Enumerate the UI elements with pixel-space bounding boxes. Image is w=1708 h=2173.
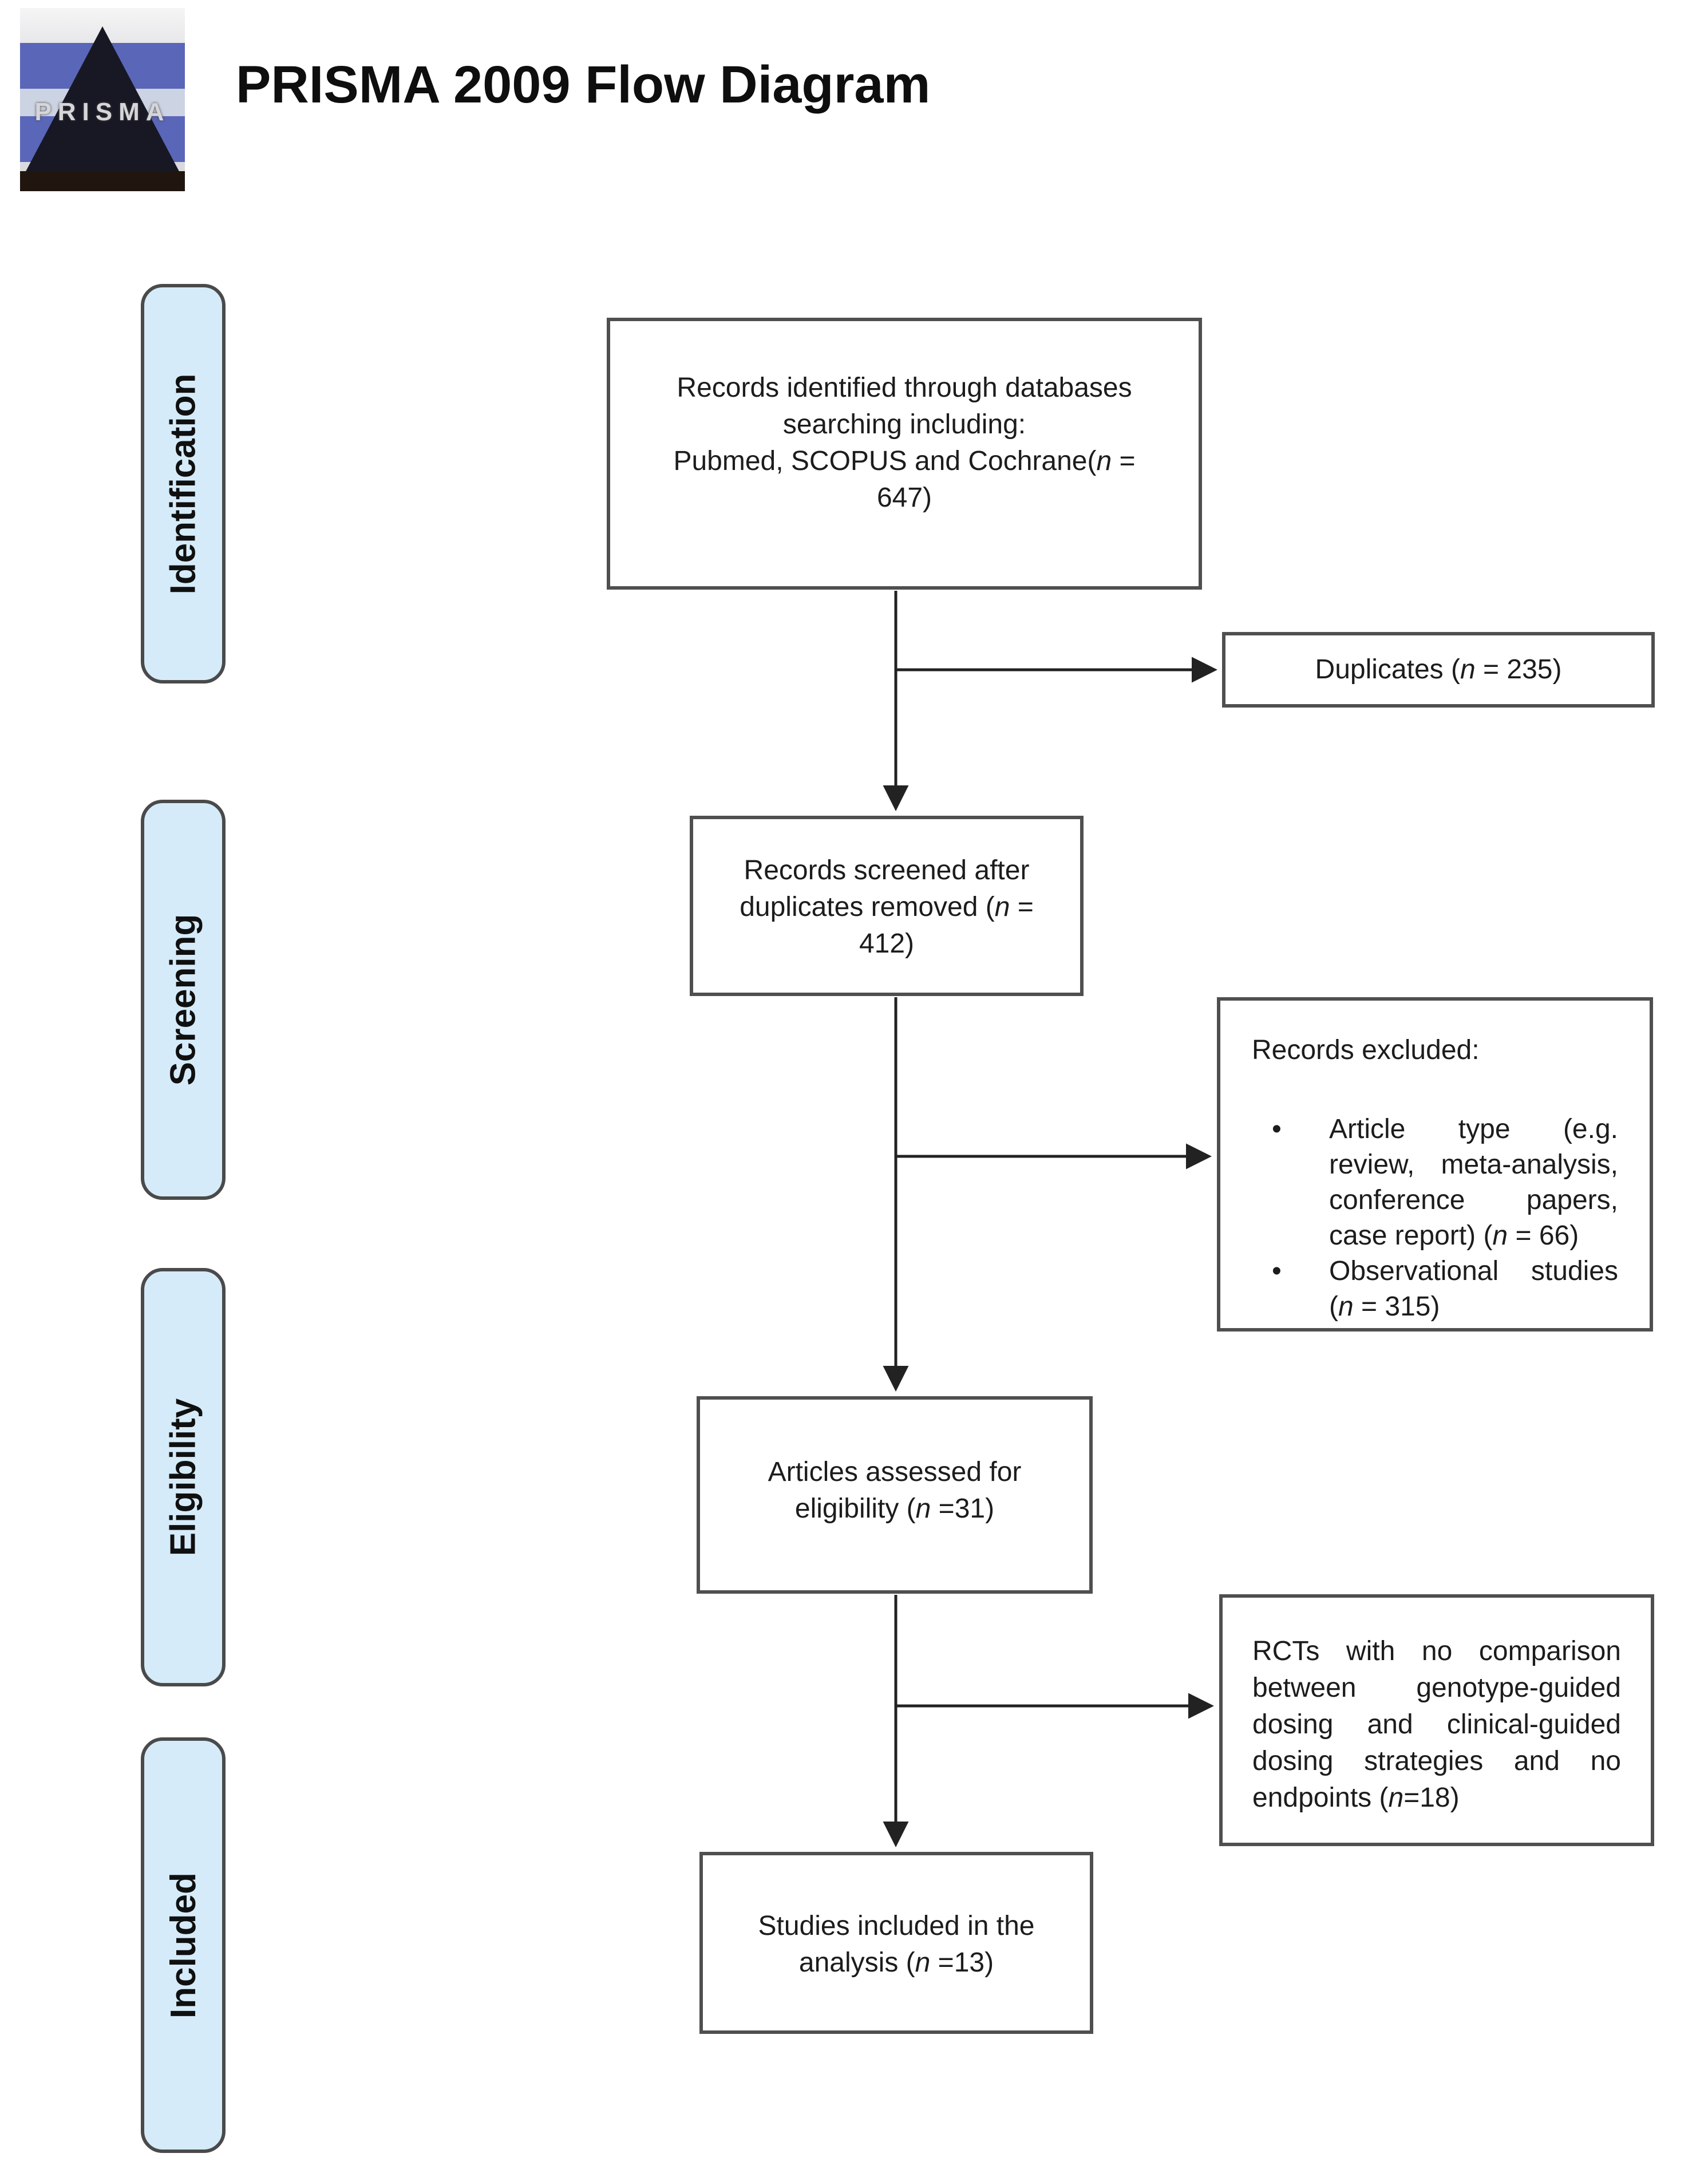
box-rcts-excluded: RCTs with no comparison between genotype… (1219, 1594, 1654, 1846)
phase-label-text: Identification (163, 373, 203, 594)
records-excluded-list: • Article type (e.g. review, meta-analys… (1272, 1112, 1618, 1325)
box-studies-included: Studies included in the analysis (n =13) (699, 1852, 1093, 2034)
records-identified-text: Records identified through databases sea… (673, 373, 1136, 513)
studies-included-text: Studies included in the analysis (n =13) (758, 1911, 1035, 1978)
logo-base-band (20, 171, 185, 191)
records-screened-text: Records screened after duplicates remove… (740, 855, 1034, 959)
box-records-screened: Records screened after duplicates remove… (690, 816, 1084, 996)
phase-label-text: Included (163, 1872, 203, 2018)
records-excluded-title: Records excluded: (1252, 1035, 1480, 1065)
bullet-icon: • (1272, 1114, 1282, 1144)
duplicates-text: Duplicates (n = 235) (1315, 654, 1562, 685)
box-records-excluded: Records excluded: • Article type (e.g. r… (1217, 997, 1653, 1332)
box-duplicates: Duplicates (n = 235) (1222, 632, 1655, 708)
logo-wordmark: PRISMA (34, 97, 171, 126)
excluded-item-text: Article type (e.g. review, meta-analysis… (1329, 1114, 1618, 1251)
phase-label-eligibility: Eligibility (141, 1268, 226, 1686)
articles-assessed-text: Articles assessed for eligibility (n =31… (768, 1457, 1022, 1524)
box-articles-assessed: Articles assessed for eligibility (n =31… (697, 1396, 1093, 1594)
phase-label-screening: Screening (141, 800, 226, 1200)
box-records-identified: Records identified through databases sea… (607, 318, 1202, 590)
phase-label-identification: Identification (141, 284, 226, 683)
prisma-logo: PRISMA (20, 8, 185, 191)
bullet-icon: • (1272, 1256, 1282, 1286)
page-title: PRISMA 2009 Flow Diagram (236, 56, 931, 114)
phase-label-text: Eligibility (163, 1398, 203, 1556)
rcts-text: RCTs with no comparison between genotype… (1252, 1636, 1621, 1813)
phase-label-text: Screening (163, 914, 203, 1086)
phase-label-included: Included (141, 1737, 226, 2153)
excluded-item-text: Observational studies (n = 315) (1329, 1256, 1618, 1322)
excluded-item-observational: • Observational studies (n = 315) (1272, 1254, 1618, 1325)
excluded-item-article-type: • Article type (e.g. review, meta-analys… (1272, 1112, 1618, 1254)
